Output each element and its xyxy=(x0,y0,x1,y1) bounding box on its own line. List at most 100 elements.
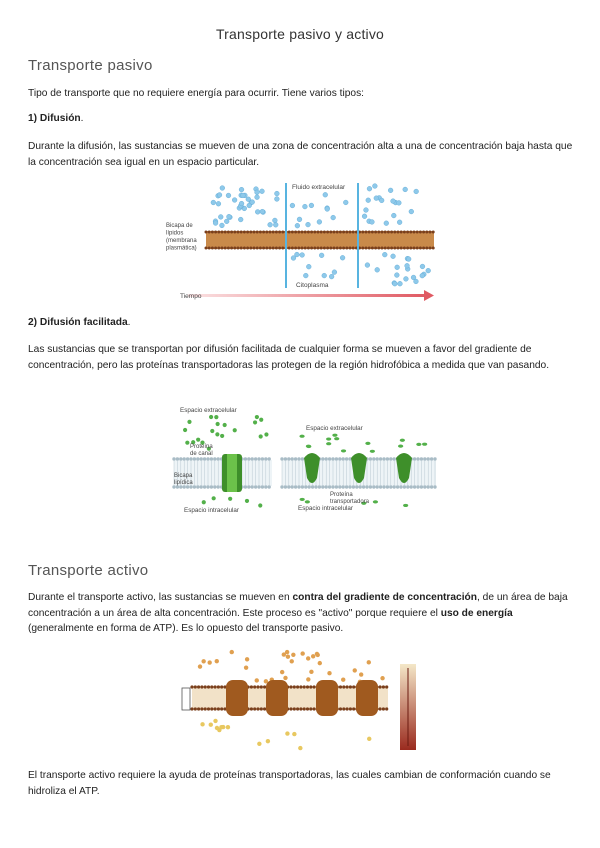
lipid-head xyxy=(210,246,214,250)
lipid-head xyxy=(265,230,269,234)
lipid-head xyxy=(226,230,230,234)
membrane-head xyxy=(321,457,325,461)
molecule xyxy=(294,223,300,229)
lipid-head xyxy=(236,246,240,250)
lipid-head xyxy=(246,230,250,234)
membrane-head xyxy=(287,485,291,489)
membrane-head xyxy=(293,485,298,489)
lipid-head xyxy=(310,246,314,250)
active-lipid-head xyxy=(206,707,211,711)
molecule xyxy=(219,185,225,191)
active-particle xyxy=(284,649,290,655)
lipid-head xyxy=(377,246,381,250)
time-arrow-shaft xyxy=(188,294,426,297)
molecule xyxy=(225,192,232,199)
membrane-head xyxy=(399,485,403,489)
molecule xyxy=(245,196,251,202)
membrane-head xyxy=(358,485,362,489)
membrane-head xyxy=(185,485,190,489)
membrane-head xyxy=(243,457,248,461)
molecule xyxy=(238,200,245,207)
particle xyxy=(422,442,428,446)
lipid-head xyxy=(255,246,259,250)
membrane-head xyxy=(293,457,298,461)
lipid-head xyxy=(412,246,416,250)
active-particle xyxy=(292,731,297,737)
molecule xyxy=(413,188,419,195)
passive-intro: Tipo de transporte que no requiere energ… xyxy=(28,88,365,99)
label-extracellular-fluid: Fluido extracelular xyxy=(292,184,346,191)
active-particle xyxy=(380,676,385,681)
particle xyxy=(252,420,258,425)
lipid-head xyxy=(242,230,246,234)
membrane-head xyxy=(206,457,210,461)
membrane-head xyxy=(351,485,356,489)
molecule xyxy=(308,202,315,209)
particle xyxy=(182,427,188,433)
lipid-head xyxy=(332,230,336,234)
membrane-head xyxy=(344,457,349,461)
active-text-1e: (generalmente en forma de ATP). Es lo op… xyxy=(28,623,344,634)
lipid-head xyxy=(409,246,413,250)
lipid-head xyxy=(204,246,208,250)
active-lipid-head xyxy=(256,707,260,711)
molecule xyxy=(392,281,398,287)
membrane-head xyxy=(385,457,390,461)
membrane-head xyxy=(344,485,349,489)
membrane-head xyxy=(264,457,268,461)
membrane-head xyxy=(253,457,258,461)
active-lipid-head xyxy=(210,685,214,689)
lipid-head xyxy=(386,246,390,250)
lipid-head xyxy=(351,230,355,234)
molecule xyxy=(363,207,369,213)
membrane-head xyxy=(189,485,193,489)
lipid-head xyxy=(332,246,336,250)
lipid-head xyxy=(310,230,314,234)
active-membrane-core xyxy=(192,686,388,710)
molecule xyxy=(322,192,328,198)
lipid-head xyxy=(335,246,339,250)
active-lipid-head xyxy=(312,707,316,711)
membrane-head xyxy=(368,485,373,489)
active-particle xyxy=(306,677,311,682)
particle xyxy=(185,440,190,445)
active-lipid-head xyxy=(220,707,224,711)
membrane-head xyxy=(402,485,407,489)
active-particle xyxy=(257,741,262,746)
active-particle xyxy=(214,658,219,664)
page-title: Transporte pasivo y activo xyxy=(215,26,385,42)
lipid-head xyxy=(402,246,406,250)
lipid-head xyxy=(271,230,275,234)
active-particles xyxy=(197,649,385,751)
active-particle xyxy=(310,654,316,659)
molecule xyxy=(397,281,403,287)
particle xyxy=(215,432,220,437)
active-lipid-head xyxy=(213,707,217,711)
molecule xyxy=(390,253,396,259)
particle xyxy=(305,444,312,448)
active-lipid-head xyxy=(249,685,253,689)
lipid-head xyxy=(274,246,278,250)
molecule xyxy=(274,190,280,197)
membrane-head xyxy=(361,485,366,489)
lipid-head xyxy=(326,246,330,250)
membrane-head xyxy=(310,485,315,489)
lipid-head xyxy=(281,230,285,234)
lipid-head xyxy=(418,246,422,250)
membrane-head xyxy=(250,485,254,489)
lipid-head xyxy=(268,230,272,234)
molecule xyxy=(373,195,379,201)
active-particle xyxy=(263,679,269,684)
membrane-head xyxy=(297,485,301,489)
label-extracellular-right: Espacio extracelular xyxy=(306,425,363,432)
active-lipid-head xyxy=(309,685,313,689)
lipid-head xyxy=(399,246,403,250)
molecule xyxy=(339,255,346,261)
lipid-head xyxy=(322,230,326,234)
molecule xyxy=(331,269,338,275)
membrane-head xyxy=(196,485,200,489)
lipid-head xyxy=(383,246,387,250)
membrane-head xyxy=(213,457,217,461)
particle xyxy=(258,503,263,508)
